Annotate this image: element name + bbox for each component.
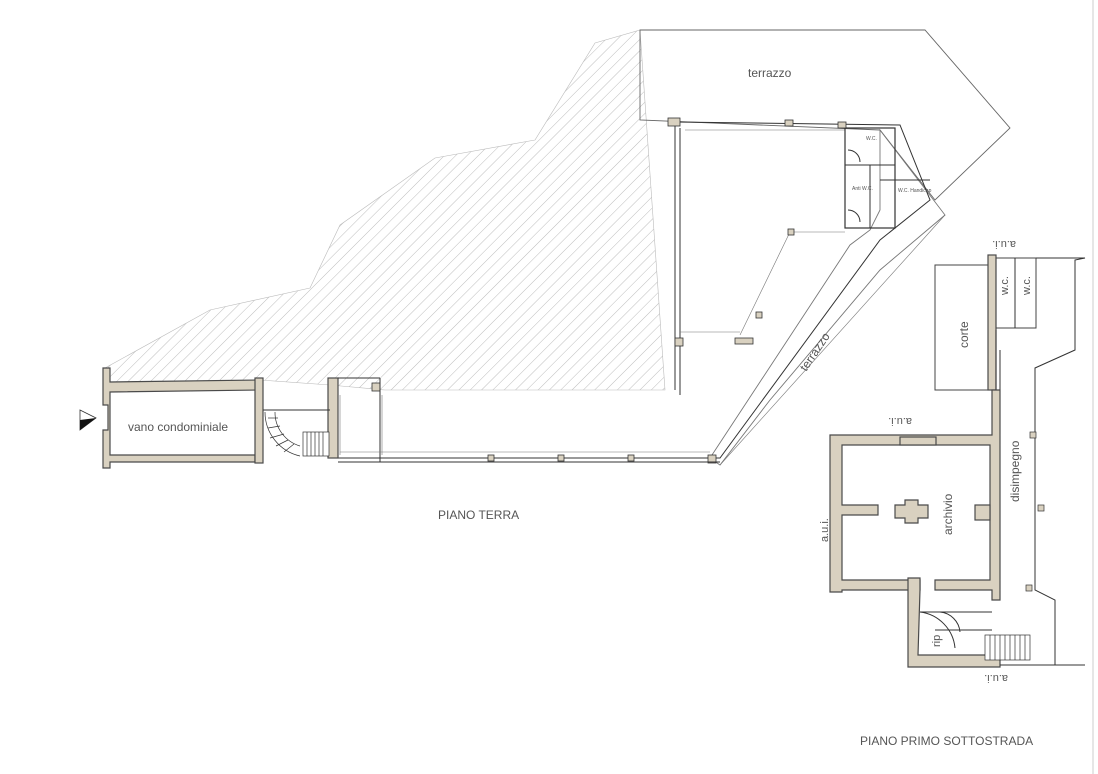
- terrazzo-top-area: [639, 29, 1011, 201]
- terrazzo-top-label: terrazzo: [748, 66, 792, 80]
- entrance-arrow-icon: [79, 409, 97, 431]
- wc-small-label: W.C.: [866, 136, 877, 142]
- lower-staircase: [984, 634, 1031, 661]
- disimpegno-label: disimpegno: [1008, 440, 1022, 502]
- bottom-wall-pillars: [371, 117, 847, 464]
- piano-terra-title: PIANO TERRA: [438, 508, 519, 522]
- piano-primo-title: PIANO PRIMO SOTTOSTRADA: [860, 734, 1033, 748]
- anti-wc-label: Anti W.C.: [852, 186, 873, 192]
- archivio-label: archivio: [941, 493, 955, 535]
- aui-left-label: a.u.i.: [819, 518, 831, 542]
- aui-middle-label: a.u.i.: [888, 415, 912, 427]
- wc-upper-area: [995, 257, 1037, 329]
- terrazzo-side-label: terrazzo: [797, 330, 833, 374]
- wc2-label: w.c.: [1021, 276, 1033, 296]
- spiral-staircase: [264, 411, 330, 457]
- vano-condominiale-walls: [102, 367, 261, 469]
- hatched-area: [104, 29, 666, 391]
- corte-label: corte: [957, 321, 971, 348]
- archivio-walls: [829, 389, 1001, 601]
- wc1-label: w.c.: [999, 276, 1011, 296]
- aui-top-label: a.u.i.: [992, 238, 1016, 250]
- wc-handicap-label: W.C. Handicap: [898, 188, 932, 194]
- rip-label: rip: [931, 635, 943, 647]
- vano-condominiale-label: vano condominiale: [128, 420, 228, 434]
- disimpegno-outline: [1034, 257, 1086, 666]
- aui-bottom-label: a.u.i.: [984, 672, 1008, 684]
